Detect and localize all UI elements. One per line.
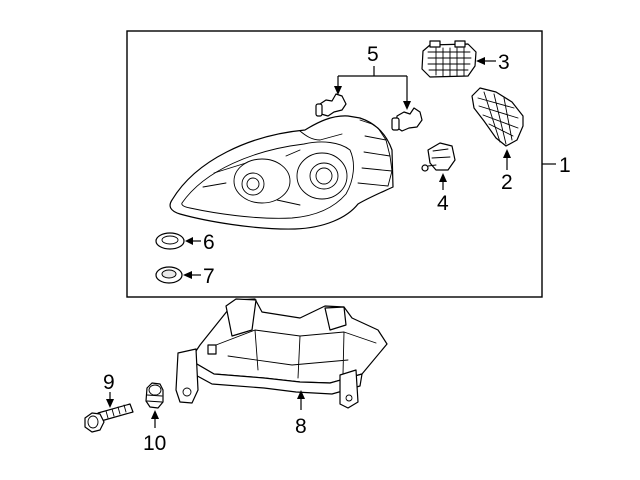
callout-9: 9	[103, 371, 115, 394]
callout-2-leader	[503, 149, 511, 170]
callout-4: 4	[437, 192, 449, 215]
callout-6-leader	[185, 237, 201, 245]
callout-3: 3	[498, 51, 510, 74]
cover-icon[interactable]	[471, 87, 524, 147]
callout-10: 10	[143, 432, 166, 455]
bolt-icon[interactable]	[84, 403, 134, 433]
callout-5: 5	[367, 43, 379, 66]
callout-1: 1	[559, 154, 571, 177]
callout-2: 2	[501, 171, 513, 194]
cap-icon[interactable]	[421, 40, 477, 78]
mounting-bracket-icon[interactable]	[175, 298, 388, 409]
callout-6: 6	[203, 231, 215, 254]
callout-9-leader	[106, 392, 114, 408]
callout-7: 7	[203, 265, 215, 288]
callout-3-leader	[476, 57, 496, 65]
grommet-icon[interactable]	[155, 266, 183, 284]
headlamp-assembly-icon[interactable]	[169, 115, 394, 230]
headlamp-bulbs-icon[interactable]	[315, 93, 423, 132]
callout-8: 8	[295, 415, 307, 438]
callout-4-leader	[439, 173, 447, 190]
callout-8-leader	[297, 390, 305, 410]
side-marker-bulb-icon[interactable]	[421, 142, 456, 172]
nut-icon[interactable]	[145, 382, 164, 409]
seal-ring-icon[interactable]	[155, 232, 185, 250]
callout-10-leader	[151, 410, 159, 428]
callout-5-leader	[334, 66, 411, 110]
callout-7-leader	[183, 271, 201, 279]
